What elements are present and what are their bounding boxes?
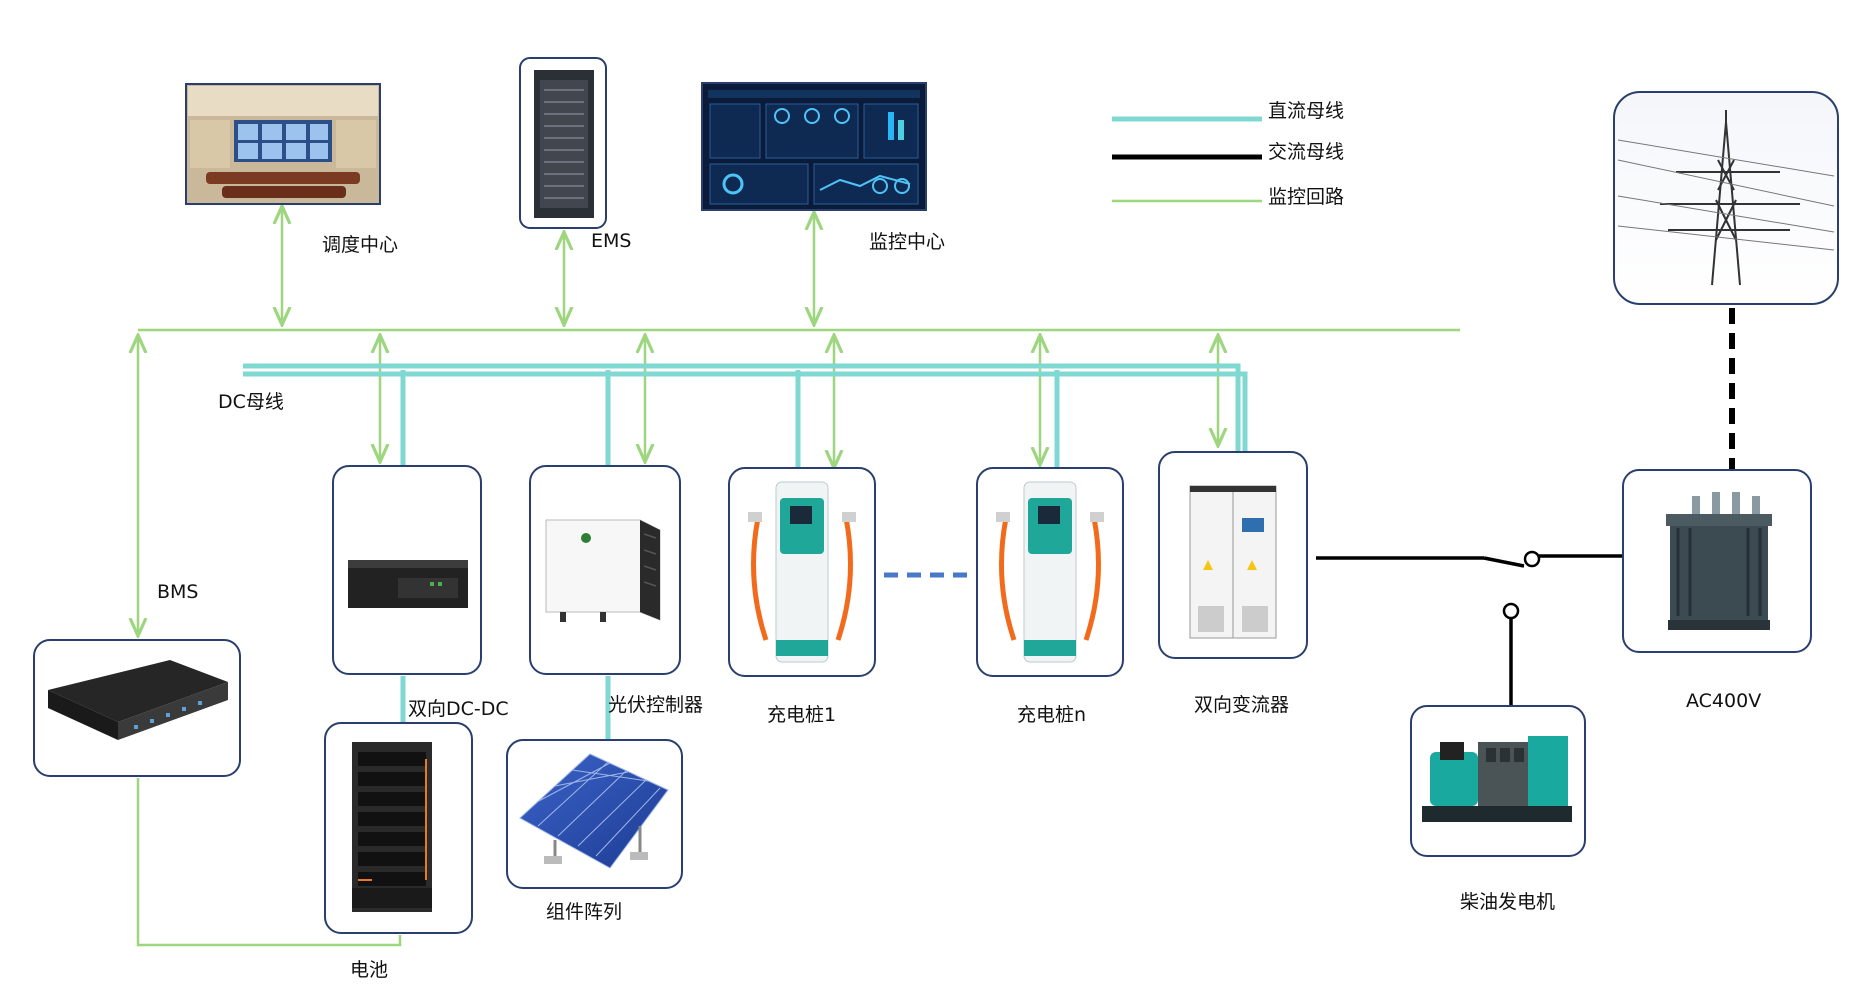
dc-bus bbox=[243, 363, 1241, 452]
diesel-generator-box bbox=[1410, 705, 1586, 857]
ems-image bbox=[519, 57, 607, 229]
converter-box bbox=[1158, 451, 1308, 659]
bms-battery-link bbox=[136, 778, 402, 947]
battery-label: 电池 bbox=[350, 959, 389, 981]
monitor-loop-lines bbox=[136, 199, 1460, 947]
charger-1-box bbox=[728, 467, 876, 677]
monitor-center-image bbox=[701, 82, 927, 211]
pv-controller-label: 光伏控制器 bbox=[608, 694, 704, 716]
ems-label: EMS bbox=[591, 230, 632, 252]
dispatch-center-image bbox=[185, 83, 381, 205]
ac400v-label: AC400V bbox=[1686, 690, 1762, 712]
legend-dc-bus-label: 直流母线 bbox=[1268, 100, 1345, 122]
bms-box bbox=[33, 639, 241, 777]
legend-monitor-loop-label: 监控回路 bbox=[1268, 186, 1345, 208]
pv-controller-box bbox=[529, 465, 681, 675]
charger-n-box bbox=[976, 467, 1124, 677]
ac-bus-lines bbox=[1112, 154, 1735, 708]
diesel-generator-label: 柴油发电机 bbox=[1460, 891, 1556, 913]
transformer-box bbox=[1622, 469, 1812, 653]
grid-tower-image bbox=[1613, 91, 1839, 305]
charger-n-label: 充电桩n bbox=[1017, 704, 1087, 726]
dcdc-label: 双向DC-DC bbox=[408, 698, 509, 720]
dc-bus-label: DC母线 bbox=[218, 391, 284, 413]
bms-label: BMS bbox=[157, 581, 199, 603]
pv-array-box bbox=[506, 739, 683, 889]
legend-ac-bus-label: 交流母线 bbox=[1268, 141, 1345, 163]
dcdc-box bbox=[332, 465, 482, 675]
pv-array-label: 组件阵列 bbox=[546, 901, 623, 923]
converter-label: 双向变流器 bbox=[1194, 694, 1290, 716]
dc-bus-lines bbox=[243, 116, 1262, 740]
charger-1-label: 充电桩1 bbox=[767, 704, 837, 726]
monitor-center-label: 监控中心 bbox=[869, 231, 946, 253]
battery-box bbox=[324, 722, 473, 934]
dispatch-center-label: 调度中心 bbox=[322, 234, 399, 256]
